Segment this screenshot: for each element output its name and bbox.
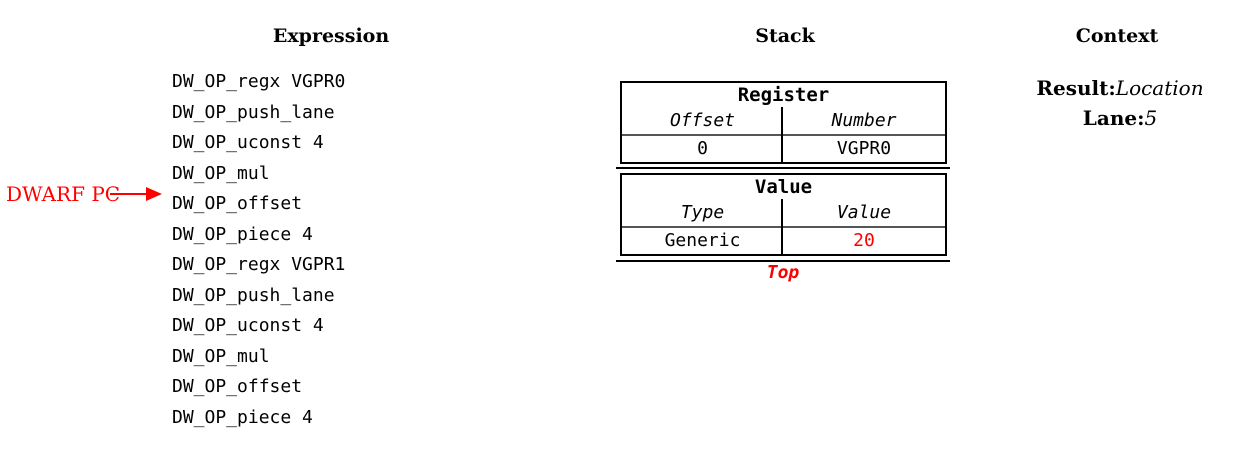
stack-entry-title: Value bbox=[754, 176, 813, 198]
stack-entry-column-headers: Offset Number bbox=[622, 107, 945, 134]
stack-entry-values: Generic 20 bbox=[622, 228, 945, 254]
expression-item: DW_OP_piece 4 bbox=[172, 406, 313, 428]
register-number-value: VGPR0 bbox=[836, 138, 892, 159]
context-lane-row: Lane:5 bbox=[1020, 106, 1220, 130]
expression-item: DW_OP_regx VGPR1 bbox=[172, 254, 346, 275]
stack-entry-title: Register bbox=[737, 84, 830, 106]
expression-item: DW_OP_push_lane bbox=[172, 101, 335, 123]
context-lane-value: 5 bbox=[1144, 106, 1158, 130]
value-value-highlighted: 20 bbox=[853, 230, 875, 251]
stack-column-title: Stack bbox=[755, 25, 815, 47]
context-result-row: Result:Location bbox=[1020, 76, 1220, 100]
expression-item: DW_OP_push_lane bbox=[172, 284, 335, 306]
stack-entry-value: Value Type Value Generic 20 bbox=[620, 173, 947, 256]
register-offset-value: 0 bbox=[697, 138, 708, 159]
expression-item: DW_OP_offset bbox=[172, 376, 303, 397]
expression-item: DW_OP_mul bbox=[172, 345, 270, 367]
expression-item: DW_OP_uconst 4 bbox=[172, 132, 324, 153]
value-type-value: Generic bbox=[664, 230, 741, 251]
column-header-value: Value bbox=[836, 202, 892, 223]
expression-item: DW_OP_regx VGPR0 bbox=[172, 71, 346, 92]
context-column-title: Context bbox=[1075, 25, 1159, 47]
column-header-offset: Offset bbox=[669, 110, 736, 131]
stack-entry-column-headers: Type Value bbox=[622, 199, 945, 226]
column-header-type: Type bbox=[680, 202, 725, 223]
header-rule bbox=[622, 226, 945, 228]
expression-item: DW_OP_mul bbox=[172, 162, 270, 184]
expression-item: DW_OP_uconst 4 bbox=[172, 315, 324, 336]
expression-item-current-pc: DW_OP_offset bbox=[172, 193, 303, 214]
stack-top-label: Top bbox=[766, 262, 800, 283]
expression-item: DW_OP_piece 4 bbox=[172, 223, 313, 245]
stack-entry-register: Register Offset Number 0 VGPR0 bbox=[620, 81, 947, 164]
column-divider bbox=[781, 199, 783, 254]
expression-list: DW_OP_regx VGPR0 DW_OP_push_lane DW_OP_u… bbox=[172, 67, 345, 433]
column-divider bbox=[781, 107, 783, 162]
stack-slot-divider bbox=[616, 167, 950, 169]
stack-entry-values: 0 VGPR0 bbox=[622, 136, 945, 162]
dwarf-pc-arrow-line bbox=[110, 193, 147, 195]
dwarf-pc-arrow-icon bbox=[146, 187, 162, 201]
header-rule bbox=[622, 134, 945, 136]
context-result-label: Result: bbox=[1036, 76, 1116, 100]
stack-slot-divider bbox=[616, 260, 950, 262]
expression-column-title: Expression bbox=[272, 25, 390, 47]
context-lane-label: Lane: bbox=[1082, 106, 1145, 130]
column-header-number: Number bbox=[831, 110, 897, 131]
context-result-value: Location bbox=[1115, 76, 1204, 100]
dwarf-pc-label: DWARF PC bbox=[6, 182, 121, 206]
